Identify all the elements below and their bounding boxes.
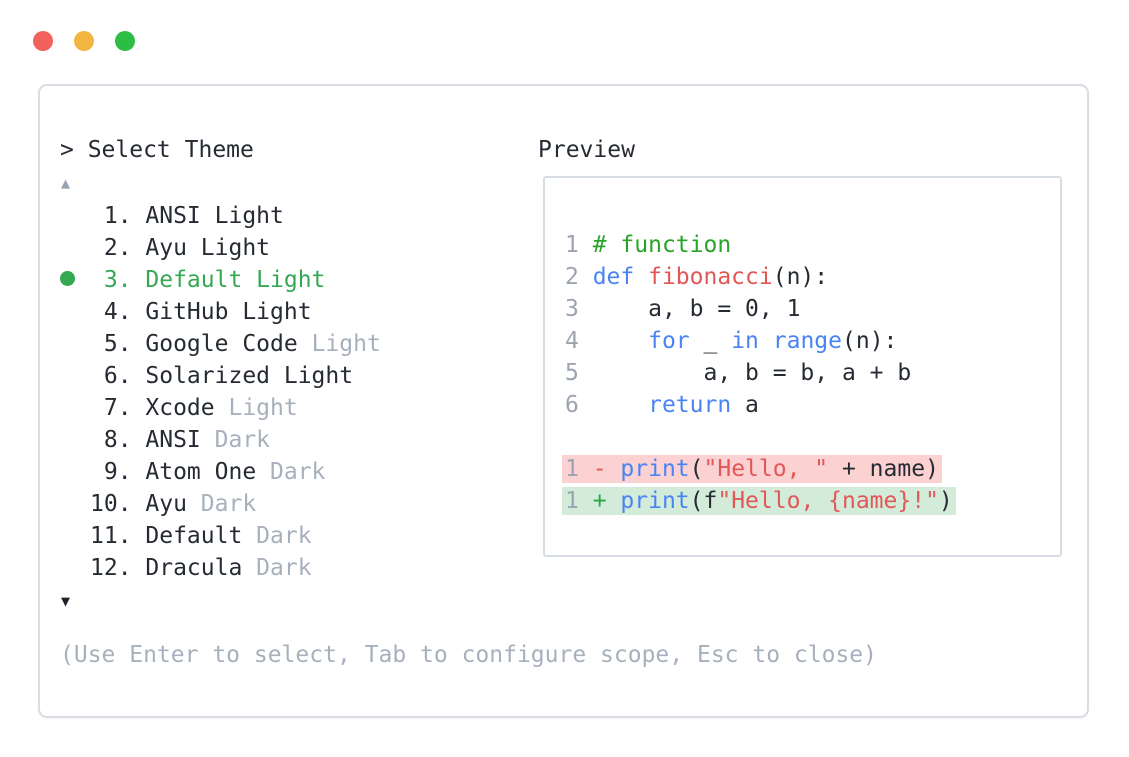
code-token-function: fibonacci (648, 264, 773, 290)
code-token-plain: (n): (842, 328, 898, 354)
theme-item-label: 11. Default (90, 523, 243, 549)
close-button[interactable] (33, 31, 53, 51)
window-controls (33, 31, 135, 51)
theme-item-label: 9. Atom One (90, 459, 257, 485)
code-token-plain: _ (689, 328, 732, 354)
theme-item-variant: Light (297, 331, 381, 357)
code-token-string: "Hello, {name}!" (717, 488, 939, 514)
code-token-plain (759, 328, 773, 354)
code-line: 1- print("Hello, " + name) (562, 453, 1060, 485)
code-token-removed-sign: - (592, 456, 621, 482)
code-token-plain: (f (689, 488, 718, 514)
code-token-plain: ( (689, 456, 704, 482)
code-token-plain: a (731, 392, 759, 418)
theme-picker-panel: > Select Theme ▲ 1. ANSI Light 2. Ayu Li… (38, 84, 1089, 718)
theme-list-item[interactable]: 10. Ayu Dark (60, 488, 530, 520)
theme-item-label: 10. Ayu (90, 491, 187, 517)
theme-item-variant: Dark (242, 555, 312, 581)
code-token-plain: a, b = 0, 1 (592, 296, 801, 322)
theme-item-label: 5. Google Code (90, 331, 298, 357)
code-token-plain: + name) (828, 456, 939, 482)
theme-item-label: 2. Ayu Light (90, 235, 271, 261)
theme-item-label: 6. Solarized Light (90, 363, 354, 389)
theme-item-label: 7. Xcode (90, 395, 215, 421)
code-token-plain (593, 328, 648, 354)
code-token-keyword: for (648, 328, 690, 354)
code-line: 1 # function (562, 229, 1060, 261)
code-line-content: 4 for _ in range(n): (562, 327, 900, 355)
line-number: 3 (565, 296, 579, 322)
code-token-keyword: in (731, 328, 759, 354)
theme-item-variant: Dark (200, 427, 271, 453)
theme-item-variant: Light (214, 395, 298, 421)
diff-added-line: 1 + print(f"Hello, {name}!") (562, 487, 956, 515)
theme-item-variant: Dark (256, 459, 326, 485)
theme-list-item[interactable]: 11. Default Dark (60, 520, 530, 552)
theme-item-variant: Dark (186, 491, 257, 517)
theme-list-item[interactable]: 3. Default Light (60, 264, 530, 296)
theme-item-label: 3. Default Light (90, 267, 326, 293)
code-line-content: 2 def fibonacci(n): (562, 263, 831, 291)
theme-list-item[interactable]: 6. Solarized Light (60, 360, 530, 392)
code-token-string: "Hello, " (703, 456, 829, 482)
theme-item-label: 12. Dracula (90, 555, 243, 581)
theme-list-item[interactable]: 9. Atom One Dark (60, 456, 530, 488)
line-number: 6 (565, 392, 579, 418)
code-line: 1 + print(f"Hello, {name}!") (562, 485, 1060, 517)
code-token-keyword: def (592, 264, 649, 290)
code-line-content: 3 a, b = 0, 1 (562, 295, 803, 323)
code-line-content: 1 # function (562, 231, 734, 259)
code-line: 2 def fibonacci(n): (562, 261, 1060, 293)
line-number: 1 (565, 456, 579, 482)
theme-item-label: 4. GitHub Light (90, 299, 312, 325)
code-token-plain: ) (938, 488, 953, 514)
code-line: 3 a, b = 0, 1 (562, 293, 1060, 325)
code-token-added-sign: + (592, 488, 621, 514)
theme-list-item[interactable]: 1. ANSI Light (60, 200, 530, 232)
code-token-plain (593, 392, 648, 418)
scroll-down-icon[interactable]: ▼ (61, 592, 71, 610)
code-token-keyword: print (620, 488, 690, 514)
line-number: 2 (565, 264, 579, 290)
diff-removed-line: 1- print("Hello, " + name) (562, 455, 942, 483)
minimize-button[interactable] (74, 31, 94, 51)
code-line-content: 5 a, b = b, a + b (562, 359, 914, 387)
select-theme-prompt: > Select Theme (60, 137, 254, 163)
code-token-keyword: range (772, 328, 842, 354)
code-token-plain: (n): (772, 264, 829, 290)
zoom-button[interactable] (115, 31, 135, 51)
theme-item-label: 1. ANSI Light (90, 203, 284, 229)
code-line: 6 return a (562, 389, 1060, 421)
theme-list-item[interactable]: 4. GitHub Light (60, 296, 530, 328)
line-number: 4 (565, 328, 579, 354)
theme-list-item[interactable]: 7. Xcode Light (60, 392, 530, 424)
line-number: 1 (565, 488, 579, 514)
theme-list: 1. ANSI Light 2. Ayu Light 3. Default Li… (60, 200, 530, 584)
theme-list-item[interactable]: 5. Google Code Light (60, 328, 530, 360)
theme-item-label: 8. ANSI (90, 427, 201, 453)
line-number: 5 (565, 360, 579, 386)
code-line: 4 for _ in range(n): (562, 325, 1060, 357)
code-token-comment: # function (592, 232, 732, 258)
theme-list-item[interactable]: 2. Ayu Light (60, 232, 530, 264)
code-token-keyword: return (648, 392, 732, 418)
preview-title: Preview (538, 137, 635, 163)
code-token-keyword: print (620, 456, 690, 482)
theme-list-item[interactable]: 8. ANSI Dark (60, 424, 530, 456)
code-line: 5 a, b = b, a + b (562, 357, 1060, 389)
selected-dot-icon (60, 264, 90, 296)
scroll-up-icon[interactable]: ▲ (61, 174, 71, 192)
theme-list-item[interactable]: 12. Dracula Dark (60, 552, 530, 584)
code-token-plain: a, b = b, a + b (592, 360, 912, 386)
theme-item-variant: Dark (242, 523, 312, 549)
keyboard-hint: (Use Enter to select, Tab to configure s… (60, 642, 877, 668)
code-line-content: 6 return a (562, 391, 762, 419)
code-line-content (562, 423, 596, 451)
theme-selector: > Select Theme ▲ 1. ANSI Light 2. Ayu Li… (60, 134, 877, 668)
code-line (562, 421, 1060, 453)
line-number: 1 (565, 232, 579, 258)
